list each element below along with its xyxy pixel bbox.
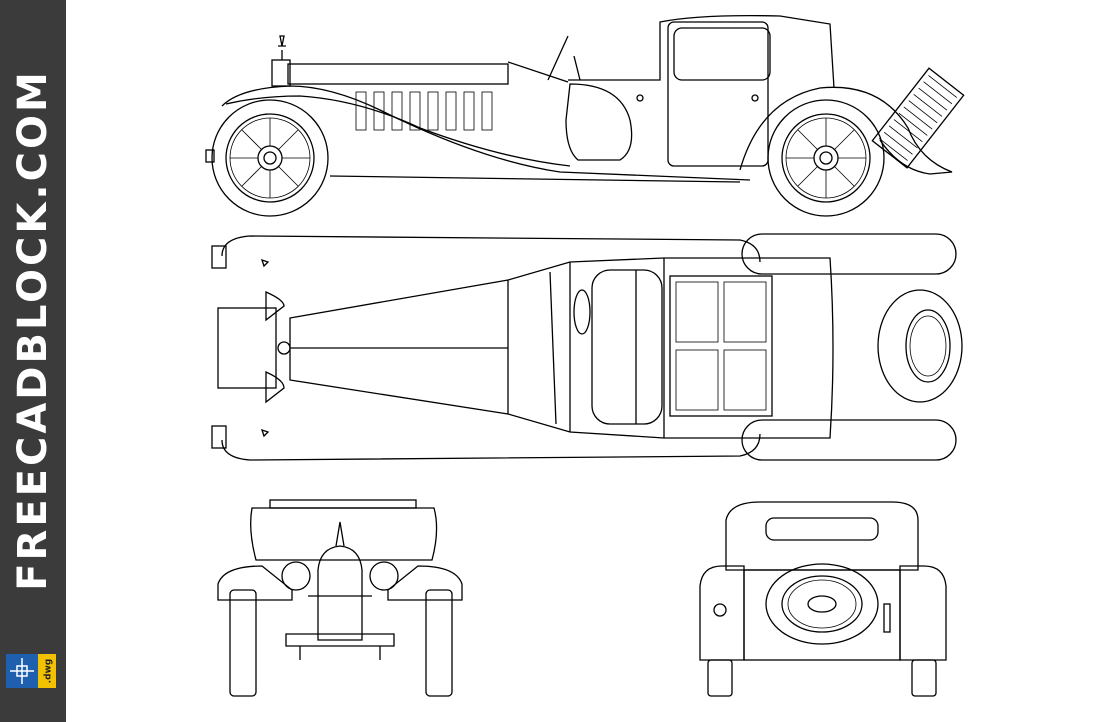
cabin-side [568, 14, 835, 89]
rear-fender-side [739, 86, 953, 175]
hood-louvers [355, 91, 493, 131]
brand-watermark-text: FREECADBLOCK.COM [10, 69, 56, 591]
rear-window [765, 517, 879, 541]
top-view [211, 233, 963, 461]
left-headlight [281, 561, 311, 591]
dwg-logo-tag: .dwg [43, 658, 54, 684]
cabin-window [673, 27, 771, 81]
top-rear-fender-upper [741, 233, 957, 275]
top-rear-fender-lower [741, 419, 957, 461]
rear-spare-tire [765, 563, 879, 645]
car-blueprint [205, 14, 965, 697]
top-spare-tire [877, 289, 963, 403]
rear-wheel-side [767, 99, 885, 217]
front-view [217, 499, 463, 697]
front-right-tire [425, 589, 453, 697]
rear-spare-tire-side [871, 67, 965, 169]
hood-side [287, 63, 509, 85]
radiator-grille [317, 545, 363, 641]
front-wheel-side [211, 99, 329, 217]
front-fender-side [221, 85, 751, 181]
side-view [205, 14, 965, 217]
front-windshield [250, 507, 438, 561]
rear-right-tire [911, 659, 937, 697]
rear-cabin [725, 501, 919, 571]
front-left-tire [229, 589, 257, 697]
top-front-fender-lower [221, 433, 761, 461]
dwg-logo-icon [6, 654, 56, 688]
top-body [289, 257, 834, 439]
rear-view [699, 501, 947, 697]
watermark-sidebar: FREECADBLOCK.COM .dwg [0, 0, 66, 722]
door-side [667, 21, 769, 167]
right-headlight [369, 561, 399, 591]
front-bumper [285, 633, 395, 660]
rear-left-tire [707, 659, 733, 697]
top-roof [669, 275, 773, 417]
top-seats [591, 269, 663, 425]
